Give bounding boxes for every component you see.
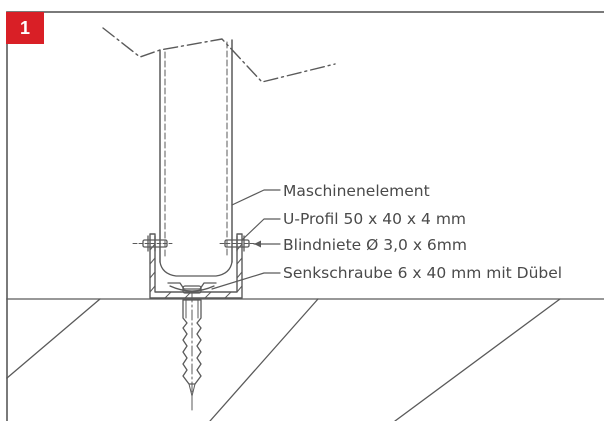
frame [6,11,604,421]
wall-plug [182,299,202,405]
floor-hatch-line [394,298,561,421]
blind-rivet-right [219,235,260,252]
machine-element [102,27,336,277]
label-countersunk-screw: Senkschraube 6 x 40 mm mit Dübel [283,264,562,282]
floor [6,298,604,421]
leader-countersunk-screw [211,272,281,290]
countersunk-screw [167,282,217,411]
leader-u-profile [241,218,281,241]
arrowhead-icon [254,240,261,248]
label-machine-element: Maschinenelement [283,182,430,200]
leader-machine-element [231,189,281,206]
figure-number-badge: 1 [6,12,44,44]
label-blind-rivet: Blindniete Ø 3,0 x 6mm [283,236,467,254]
blind-rivet-left [132,235,173,252]
floor-hatch-line [209,298,319,421]
label-u-profile: U-Profil 50 x 40 x 4 mm [283,210,466,228]
floor-hatch-line [6,298,101,379]
